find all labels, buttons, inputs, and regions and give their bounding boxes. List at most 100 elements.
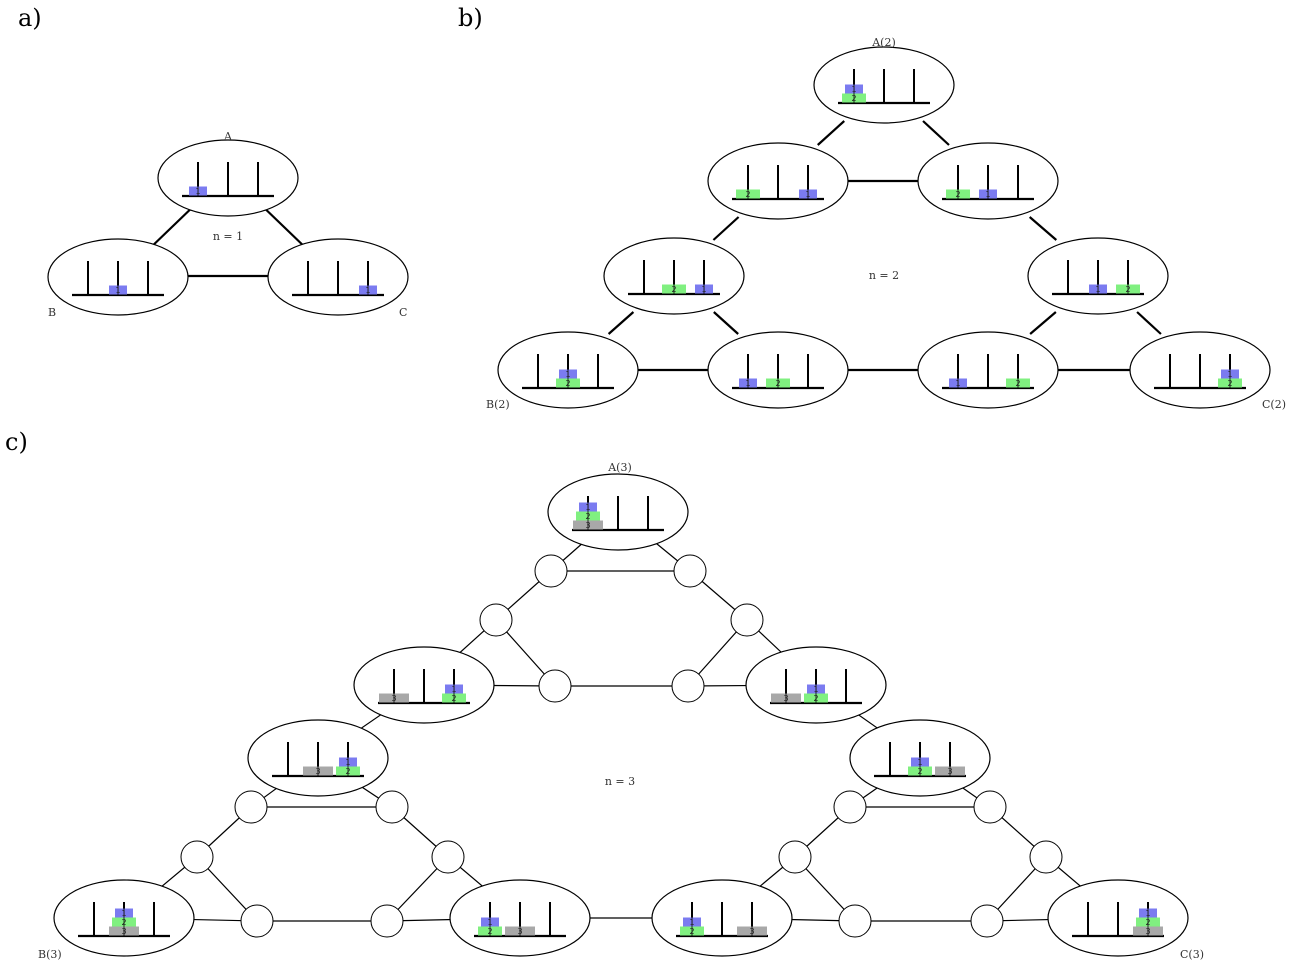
disk-2-number: 2 <box>1125 285 1130 294</box>
panel-c-label: c) <box>5 428 28 456</box>
disk-1-number: 1 <box>121 909 126 918</box>
panel-b-corner-left: B(2) <box>486 398 510 411</box>
state-node: 1 <box>47 238 189 316</box>
panel-c-corner-top: A(3) <box>607 461 632 474</box>
panel-b-corner-top: A(2) <box>871 36 896 49</box>
intermediate-state-node <box>778 840 812 874</box>
disk-1-number: 1 <box>813 685 818 694</box>
disk-3-number: 3 <box>517 927 522 936</box>
state-node: 21 <box>813 46 955 124</box>
state-node: 321 <box>547 473 689 551</box>
panel-c-corner-right: C(3) <box>1180 948 1204 961</box>
disk-2-number: 2 <box>1227 379 1232 388</box>
disk-2-number: 2 <box>345 767 350 776</box>
state-node: 321 <box>1047 879 1189 957</box>
disk-1-number: 1 <box>195 187 200 196</box>
intermediate-state-node <box>240 904 274 938</box>
disk-2-number: 2 <box>1145 918 1150 927</box>
edge <box>1028 216 1058 241</box>
disk-3-number: 3 <box>749 927 754 936</box>
disk-2-number: 2 <box>955 190 960 199</box>
disk-3-number: 3 <box>315 767 320 776</box>
edge <box>817 120 845 146</box>
disk-3-number: 3 <box>1145 927 1150 936</box>
disk-2-number: 2 <box>671 285 676 294</box>
intermediate-state-node <box>673 554 707 588</box>
disk-3-number: 3 <box>585 521 590 530</box>
disk-2-number: 2 <box>487 927 492 936</box>
disk-1-number: 1 <box>365 286 370 295</box>
state-node: 213 <box>849 719 991 797</box>
disk-1-number: 1 <box>451 685 456 694</box>
disk-2-number: 2 <box>851 94 856 103</box>
panel-b-corner-right: C(2) <box>1262 398 1286 411</box>
panel-b-n-label: n = 2 <box>869 269 899 282</box>
intermediate-state-node <box>431 840 465 874</box>
disk-2-number: 2 <box>585 512 590 521</box>
disk-2-number: 2 <box>1015 379 1020 388</box>
state-node: 21 3 <box>449 879 591 957</box>
disk-1-number: 1 <box>585 503 590 512</box>
panel-a-corner-top: A <box>223 130 233 143</box>
disk-1-number: 1 <box>345 758 350 767</box>
intermediate-state-node <box>538 669 572 703</box>
edge <box>1136 311 1162 335</box>
intermediate-state-node <box>375 790 409 824</box>
state-node: 3 21 <box>247 719 389 797</box>
disk-1-number: 1 <box>955 379 960 388</box>
state-node: 1 <box>157 139 299 217</box>
edge <box>713 311 739 335</box>
disk-1-number: 1 <box>1095 285 1100 294</box>
disk-1-number: 1 <box>1227 370 1232 379</box>
disk-2-number: 2 <box>813 694 818 703</box>
disk-1-number: 1 <box>851 85 856 94</box>
disk-3-number: 3 <box>391 694 396 703</box>
disk-1-number: 1 <box>701 285 706 294</box>
intermediate-state-node <box>970 904 1004 938</box>
disk-1-number: 1 <box>565 370 570 379</box>
disk-1-number: 1 <box>1145 909 1150 918</box>
intermediate-state-node <box>730 603 764 637</box>
edge <box>712 216 740 241</box>
state-node: 1 <box>267 238 409 316</box>
disk-2-number: 2 <box>565 379 570 388</box>
disk-2-number: 2 <box>121 918 126 927</box>
panel-a-corner-right: C <box>399 306 407 319</box>
panel-c-corner-left: B(3) <box>38 948 62 961</box>
disk-1-number: 1 <box>115 286 120 295</box>
disk-1-number: 1 <box>487 918 492 927</box>
disk-1-number: 1 <box>917 758 922 767</box>
panel-c-n-label: n = 3 <box>605 775 635 788</box>
edge <box>922 120 950 146</box>
disk-1-number: 1 <box>805 190 810 199</box>
disk-3-number: 3 <box>947 767 952 776</box>
state-node: 21 <box>1129 331 1271 409</box>
intermediate-state-node <box>534 554 568 588</box>
intermediate-state-node <box>833 790 867 824</box>
edge <box>607 311 635 335</box>
disk-3-number: 3 <box>121 927 126 936</box>
state-node: 321 <box>53 879 195 957</box>
disk-2-number: 2 <box>745 190 750 199</box>
disk-1-number: 1 <box>689 918 694 927</box>
intermediate-state-node <box>479 603 513 637</box>
intermediate-state-node <box>973 790 1007 824</box>
intermediate-state-node <box>671 669 705 703</box>
edge <box>1029 311 1057 335</box>
intermediate-state-node <box>234 790 268 824</box>
disk-1-number: 1 <box>985 190 990 199</box>
intermediate-state-node <box>1029 840 1063 874</box>
state-node: 21 <box>497 331 639 409</box>
disk-2-number: 2 <box>689 927 694 936</box>
panel-b-label: b) <box>458 4 483 32</box>
intermediate-state-node <box>838 904 872 938</box>
